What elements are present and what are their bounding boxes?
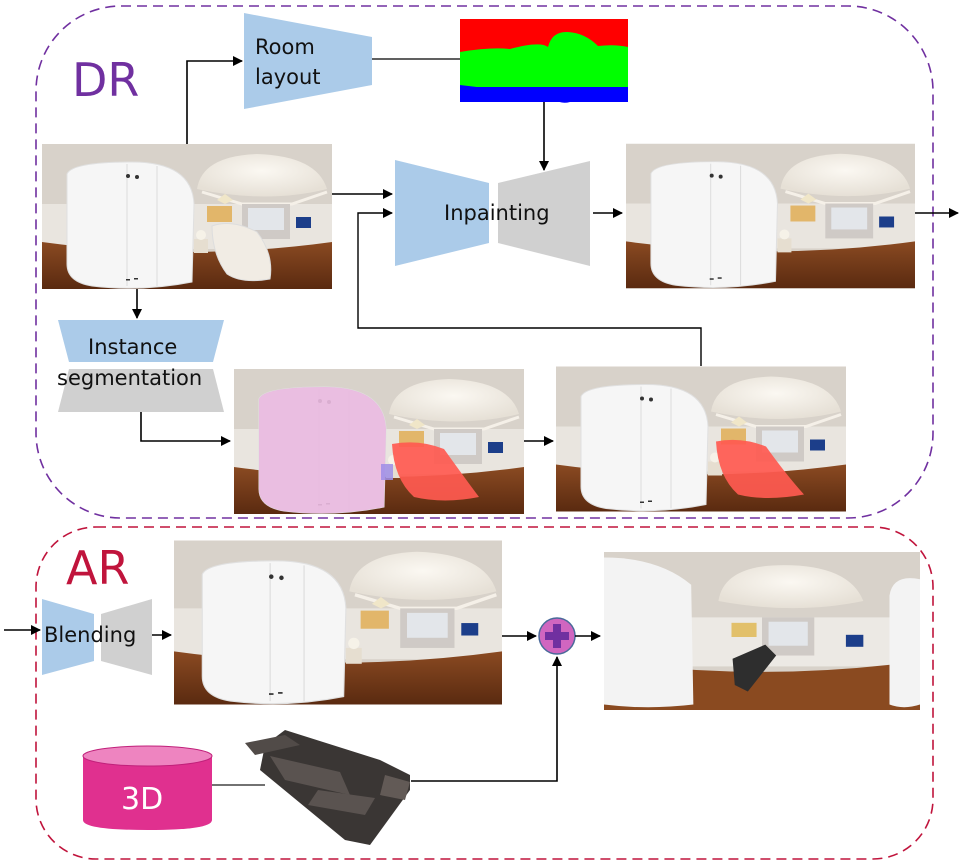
blended-panorama (174, 540, 502, 705)
arrow-input-to-layout (186, 56, 243, 144)
database-label: 3D (121, 782, 163, 817)
inpainting-encoder (395, 160, 489, 266)
segmentation-label-2: segmentation (57, 366, 202, 390)
inpainting-label: Inpainting (444, 201, 550, 225)
arrow-mask-to-inpainting (357, 208, 702, 366)
arrow-sofa-to-plus (411, 656, 562, 782)
dr-section-border (35, 5, 934, 519)
layout-map (460, 19, 628, 103)
segmentation-encoder (58, 320, 224, 362)
input-panorama (42, 144, 332, 289)
ar-section-label: AR (66, 541, 129, 595)
ar-section-border (35, 526, 934, 860)
room-layout-label-1: Room (255, 35, 315, 59)
blending-encoder (42, 599, 94, 675)
blending-label: Blending (44, 623, 136, 647)
arrow-segmentation-to-mask (140, 412, 231, 446)
inpainting-decoder (498, 161, 590, 266)
ar-output-panorama (604, 552, 920, 710)
sofa-model (245, 730, 410, 845)
segmentation-decoder (58, 369, 224, 412)
instance-mask-panorama (234, 369, 524, 514)
room-layout-label-2: layout (255, 65, 321, 89)
combine-plus-icon (538, 617, 576, 655)
blending-decoder (101, 599, 152, 675)
room-layout-module (244, 13, 372, 109)
dr-output-panorama (626, 143, 915, 289)
3d-model-database: 3D (82, 745, 213, 830)
selected-mask-panorama (556, 366, 846, 512)
segmentation-label-1: Instance (88, 335, 177, 359)
dr-section-label: DR (72, 53, 139, 107)
